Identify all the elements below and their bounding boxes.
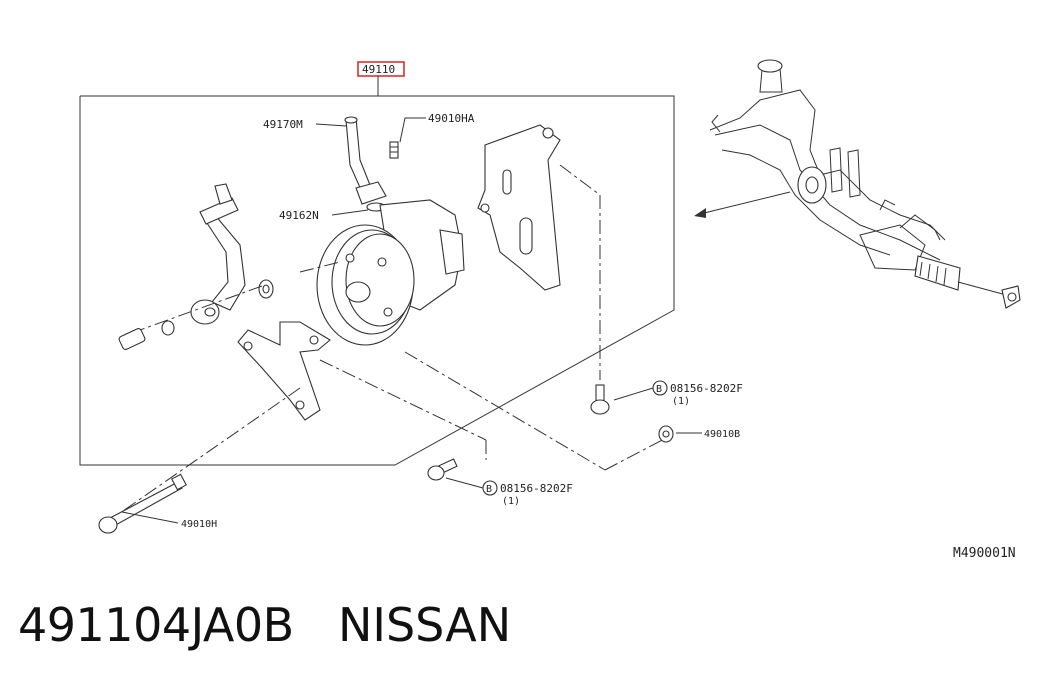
assembly-label-highlight[interactable] bbox=[357, 61, 405, 77]
pump-bracket-front bbox=[237, 321, 331, 421]
bolt-bottom bbox=[427, 458, 458, 481]
washer-small bbox=[161, 320, 175, 336]
assembly-boundary bbox=[79, 95, 675, 466]
bolt-top bbox=[389, 141, 399, 159]
label-bolt-right[interactable]: 08156-8202F bbox=[670, 382, 743, 395]
svg-text:B: B bbox=[486, 484, 492, 495]
label-bolt-bottom[interactable]: 08156-8202F bbox=[500, 482, 573, 495]
eye-bolt bbox=[118, 328, 146, 350]
label-bolt-top[interactable]: 49010HA bbox=[428, 112, 475, 125]
return-hose bbox=[199, 183, 246, 311]
assembly-label[interactable]: 49110 bbox=[362, 63, 395, 76]
label-gasket[interactable]: 49162N bbox=[279, 209, 319, 222]
steering-system-overview bbox=[709, 59, 1021, 309]
brand-name: NISSAN bbox=[338, 598, 512, 652]
union-fitting bbox=[190, 299, 220, 325]
label-washer-right[interactable]: 49010B bbox=[704, 429, 740, 440]
power-steering-pump bbox=[316, 199, 465, 346]
label-bolt-right-qty: (1) bbox=[672, 396, 690, 407]
long-bolt bbox=[98, 473, 187, 534]
label-hose[interactable]: 49170M bbox=[263, 118, 303, 131]
svg-text:B: B bbox=[656, 384, 662, 395]
pump-bracket-rear bbox=[477, 124, 561, 291]
hose-pipe bbox=[344, 116, 387, 205]
label-long-bolt[interactable]: 49010H bbox=[181, 519, 217, 530]
bolt-right bbox=[590, 384, 610, 415]
label-bolt-bottom-qty: (1) bbox=[502, 496, 520, 507]
part-number: 491104JA0B bbox=[18, 598, 294, 652]
diagram-code: M490001N bbox=[953, 546, 1016, 561]
parts-diagram: 49110 49170M 49010HA 49162N bbox=[79, 59, 1021, 561]
